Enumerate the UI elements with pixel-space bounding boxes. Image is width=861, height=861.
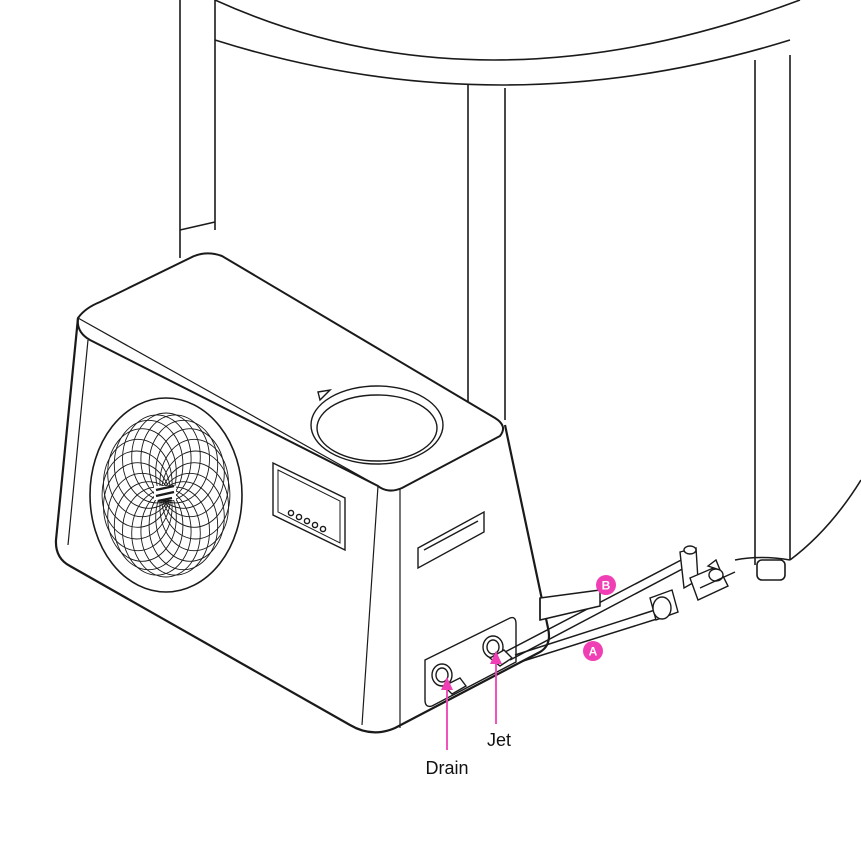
badge-b-label: B [602,579,611,593]
fan-blade-arc [113,419,184,509]
badge-a-label: A [589,645,598,659]
valves [649,545,736,621]
connection-plate [424,616,517,708]
tub [179,0,861,581]
fan-blade-arc [140,414,210,504]
fan-blade-arc [159,462,229,552]
drain-label: Drain [425,758,468,778]
callout-lines [441,651,502,750]
fan-blade-arc [107,472,177,562]
tub-foot [756,559,786,581]
hoses [504,557,689,663]
top-cap [310,385,444,465]
fan-blade-arc [155,472,225,562]
fan-blade-arc [159,438,229,528]
fan-blade-arc [103,438,173,528]
fan-blade-arc [148,419,219,509]
control-panel [272,461,346,552]
side-handle [417,510,485,570]
fan-blade-arc [155,428,225,518]
heat-pump-body [54,317,551,734]
badge-b: B [596,575,616,595]
fan-blade-arc [148,481,219,571]
hose-a [514,609,661,663]
fan-blade-arc [113,481,184,571]
fan-blade-arc [107,428,177,518]
fan-grille [89,397,243,593]
badge-a: A [583,641,603,661]
jet-label: Jet [487,730,511,750]
